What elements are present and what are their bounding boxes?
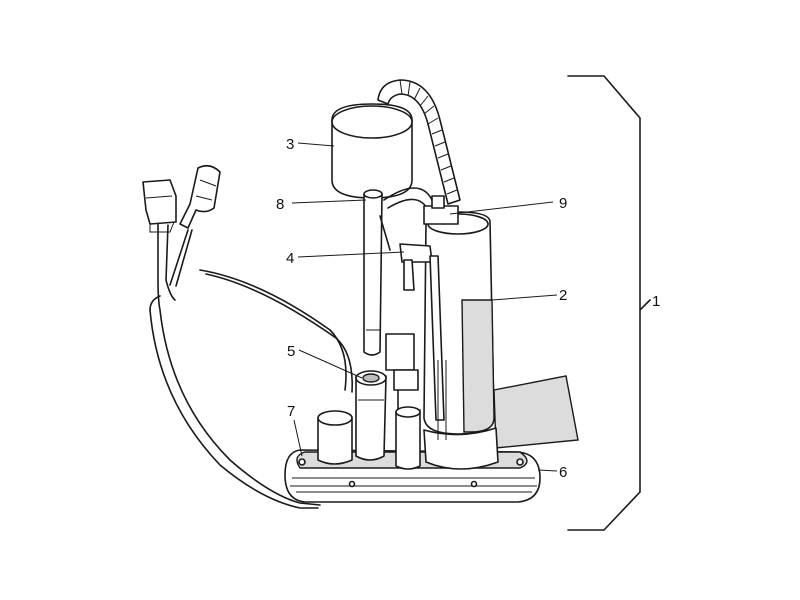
leader-lines [291, 142, 558, 472]
callout-5: 5 [287, 343, 295, 360]
callout-2: 2 [559, 287, 567, 304]
fuel-outlet [355, 370, 387, 461]
wiring-harness [149, 221, 353, 509]
callout-3: 3 [286, 136, 294, 153]
regulator-block [385, 333, 421, 428]
center-stub [395, 406, 421, 470]
assembly-bracket [567, 75, 651, 531]
callout-9: 9 [559, 195, 567, 212]
corrugated-hose [377, 79, 461, 205]
bracket-arm [399, 243, 445, 421]
pump-base-cup [423, 360, 499, 470]
callout-1: 1 [652, 293, 660, 310]
callout-6: 6 [559, 464, 567, 481]
filter-cylinder [331, 103, 413, 199]
callout-8: 8 [276, 196, 284, 213]
cable-grommet [317, 410, 353, 465]
connector-right [179, 164, 221, 229]
connector-left [142, 179, 177, 233]
level-float [493, 375, 579, 449]
pickup-tube [363, 189, 383, 356]
callout-4: 4 [286, 250, 294, 267]
callout-7: 7 [287, 403, 295, 420]
